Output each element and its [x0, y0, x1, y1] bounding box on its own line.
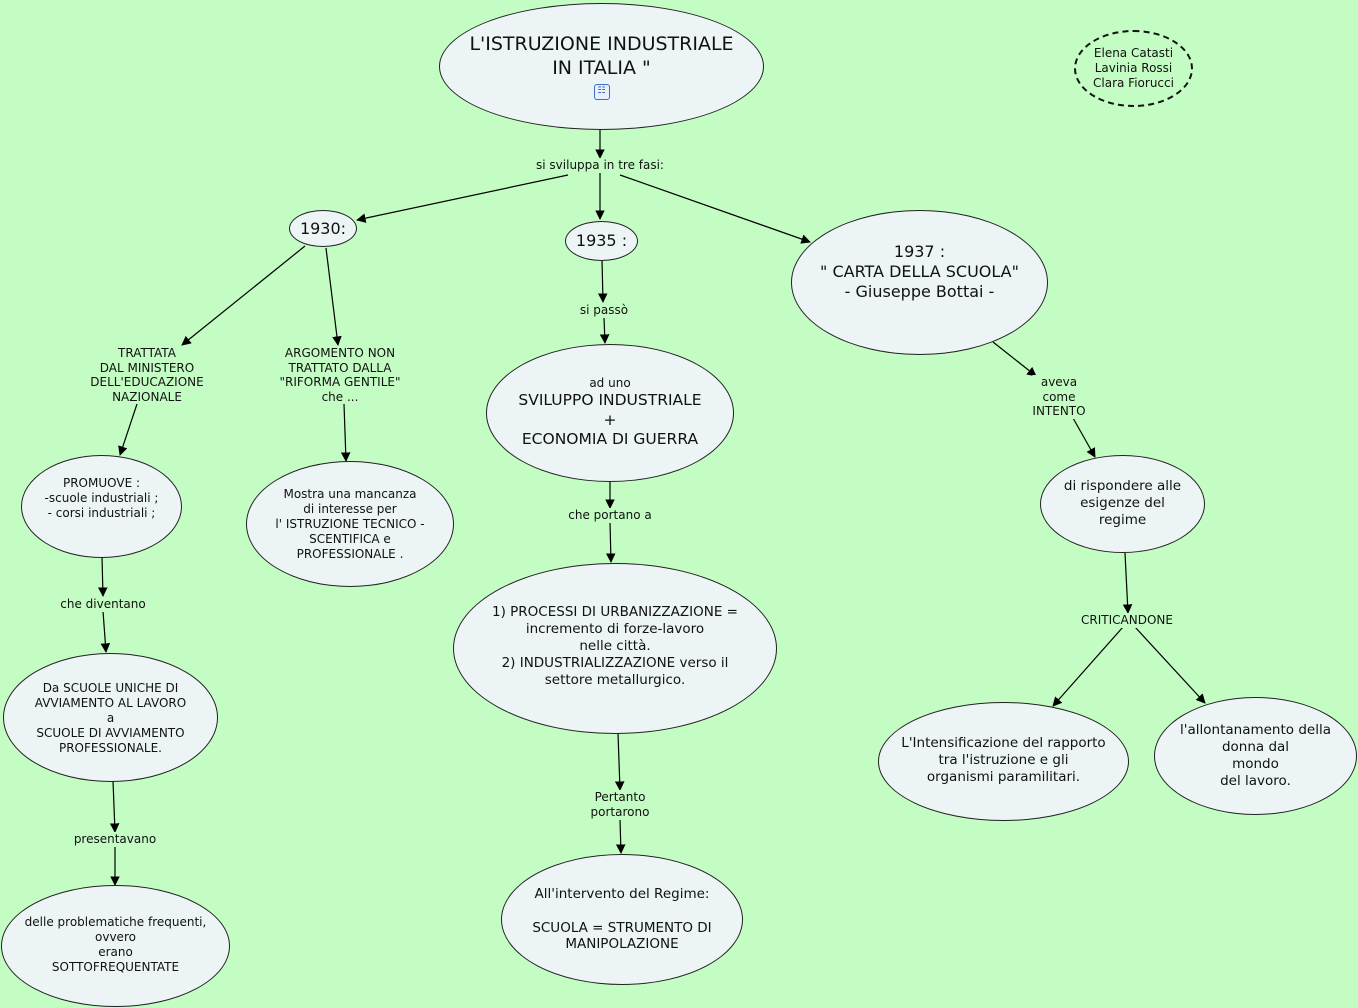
edge-processi-to-label	[614, 732, 625, 791]
link-label-che-diventano: che diventano	[60, 597, 146, 612]
link-label-criticandone: CRITICANDONE	[1081, 613, 1173, 628]
node-sviluppo-text: SVILUPPO INDUSTRIALE + ECONOMIA DI GUERR…	[518, 391, 702, 449]
node-mostra-text: Mostra una mancanza di interesse per l' …	[275, 486, 425, 561]
root-node[interactable]: L'ISTRUZIONE INDUSTRIALE IN ITALIA " ☷	[439, 3, 764, 130]
edge-1930-to-trattata	[181, 245, 306, 346]
node-promuove-text: PROMUOVE : -scuole industriali ; - corsi…	[44, 476, 159, 520]
node-intervento-text: All'intervento del Regime: SCUOLA = STRU…	[532, 885, 712, 953]
node-1935[interactable]: 1935 :	[565, 221, 638, 261]
link-label-presentavano: presentavano	[73, 832, 157, 847]
edge-label-to-da-scuole	[100, 610, 111, 653]
node-allontanamento[interactable]: l'allontanamento della donna dal mondo d…	[1154, 697, 1357, 815]
node-1930[interactable]: 1930:	[289, 210, 357, 247]
node-1937[interactable]: 1937 : " CARTA DELLA SCUOLA" - Giuseppe …	[791, 210, 1048, 355]
link-label-pertanto: Pertanto portarono	[590, 790, 650, 819]
edge-label-to-processi	[605, 521, 616, 563]
edge-1937-to-label	[992, 341, 1037, 377]
node-da-scuole-text: Da SCUOLE UNICHE DI AVVIAMENTO AL LAVORO…	[34, 681, 187, 755]
edge-trattata-to-promuove	[118, 403, 138, 456]
edge-label-to-rispondere	[1072, 417, 1096, 458]
node-1930-text: 1930:	[299, 218, 347, 238]
node-1935-text: 1935 :	[575, 231, 628, 250]
node-intervento[interactable]: All'intervento del Regime: SCUOLA = STRU…	[501, 854, 743, 985]
node-intensificazione[interactable]: L'Intensificazione del rapporto tra l'is…	[878, 702, 1129, 821]
node-intensificazione-text: L'Intensificazione del rapporto tra l'is…	[901, 735, 1106, 785]
link-label-trattata: TRATTATA DAL MINISTERO DELL'EDUCAZIONE N…	[90, 346, 204, 404]
edge-argomento-to-mostra	[340, 403, 351, 462]
node-da-scuole[interactable]: Da SCUOLE UNICHE DI AVVIAMENTO AL LAVORO…	[3, 653, 218, 782]
node-allontanamento-text: l'allontanamento della donna dal mondo d…	[1180, 722, 1331, 789]
node-1937-text: 1937 : " CARTA DELLA SCUOLA" - Giuseppe …	[820, 242, 1019, 301]
edge-label-to-1937	[619, 174, 811, 244]
link-label-si-passo: si passò	[579, 303, 629, 318]
authors-text: Elena Catasti Lavinia Rossi Clara Fioruc…	[1093, 46, 1174, 90]
link-label-phases: si sviluppa in tre fasi:	[536, 158, 664, 173]
root-title: L'ISTRUZIONE INDUSTRIALE IN ITALIA "	[469, 33, 734, 79]
sub-map-icon[interactable]: ☷	[593, 83, 610, 100]
node-processi[interactable]: 1) PROCESSI DI URBANIZZAZIONE = incremen…	[453, 563, 777, 734]
edge-1930-to-argomento	[325, 247, 342, 346]
node-rispondere-text: di rispondere alle esigenze del regime	[1063, 478, 1182, 528]
edge-label-to-allontanamento	[1134, 626, 1206, 704]
node-promuove[interactable]: PROMUOVE : -scuole industriali ; - corsi…	[21, 455, 182, 558]
node-sviluppo-small-text: ad uno	[589, 376, 631, 391]
link-label-argomento: ARGOMENTO NON TRATTATO DALLA "RIFORMA GE…	[279, 346, 401, 404]
node-mostra[interactable]: Mostra una mancanza di interesse per l' …	[246, 461, 454, 587]
node-problematiche-text: delle problematiche frequenti, ovvero er…	[24, 915, 207, 974]
edge-rispondere-to-label	[1122, 552, 1133, 614]
node-processi-text: 1) PROCESSI DI URBANIZZAZIONE = incremen…	[492, 604, 738, 688]
authors-node: Elena Catasti Lavinia Rossi Clara Fioruc…	[1074, 30, 1193, 107]
link-label-che-portano: che portano a	[568, 508, 652, 523]
edge-label-to-1930	[356, 174, 569, 223]
edge-promuove-to-label	[97, 556, 108, 597]
edge-label-to-intensificazione	[1052, 626, 1124, 707]
edge-label-to-sviluppo	[599, 317, 610, 344]
node-rispondere[interactable]: di rispondere alle esigenze del regime	[1040, 455, 1205, 553]
node-problematiche[interactable]: delle problematiche frequenti, ovvero er…	[1, 885, 230, 1007]
edge-label-to-intervento	[615, 819, 626, 854]
edge-1935-to-label	[597, 259, 608, 303]
link-label-aveva-intento: aveva come INTENTO	[1032, 375, 1086, 419]
node-sviluppo[interactable]: ad uno SVILUPPO INDUSTRIALE + ECONOMIA D…	[486, 344, 734, 482]
edge-da-scuole-to-label	[109, 780, 120, 833]
